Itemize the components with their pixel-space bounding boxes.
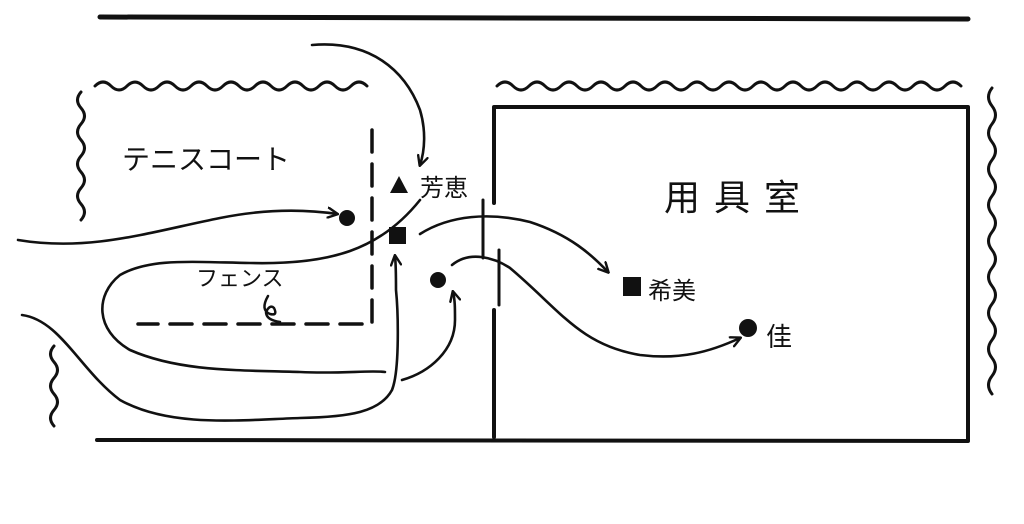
storage-room-wall — [492, 105, 970, 442]
wavy-left-lower — [49, 344, 59, 428]
wavy-top-left — [93, 80, 369, 92]
storage-room-label: 用具室 — [664, 178, 814, 219]
wavy-top-right — [495, 80, 963, 92]
person-yoshie-label: 芳恵 — [420, 174, 468, 202]
wavy-left-upper — [76, 90, 86, 222]
bottom-border-line — [95, 438, 970, 443]
path-inner-loop — [101, 198, 422, 374]
triangle-marker — [390, 176, 408, 193]
fence-label-pointer — [263, 294, 282, 324]
circle-marker-center — [430, 272, 446, 288]
tennis-court-label: テニスコート — [122, 143, 290, 176]
wavy-right — [987, 86, 997, 396]
path-from-below-to-circle — [400, 292, 455, 382]
path-circle-to-storage — [450, 255, 740, 358]
person-nozomi-label: 希美 — [648, 277, 696, 305]
path-loop-around-fence — [20, 256, 398, 422]
path-square-to-storage — [418, 215, 608, 272]
person-kei-label: 佳 — [766, 323, 792, 353]
top-border-line — [97, 14, 971, 22]
path-from-left-to-circle — [16, 211, 337, 245]
fence-line — [136, 128, 374, 326]
fence-label: フェンス — [196, 267, 284, 292]
path-from-top-to-triangle — [310, 43, 424, 165]
circle-marker-left — [339, 210, 355, 226]
square-marker-yoshie — [389, 227, 406, 244]
square-marker-nozomi — [623, 277, 641, 296]
circle-marker-kei — [739, 319, 757, 337]
